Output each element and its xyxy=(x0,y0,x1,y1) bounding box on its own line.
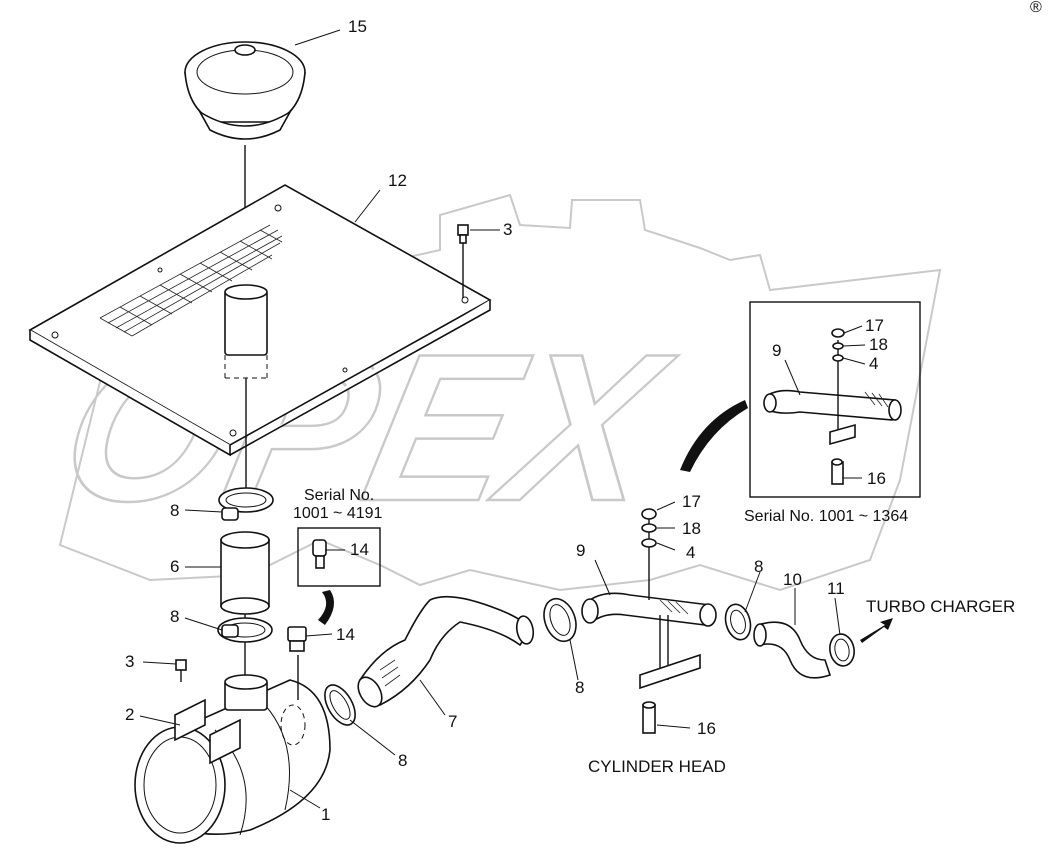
label-14-box: 14 xyxy=(350,540,369,559)
label-9-box: 9 xyxy=(772,341,781,360)
hose-clamp-middle xyxy=(543,597,577,643)
label-10: 10 xyxy=(783,570,802,589)
bolt-left xyxy=(175,659,187,682)
hose-clamp-turbo xyxy=(829,618,893,667)
label-11: 11 xyxy=(827,579,845,598)
part-labels: 15 12 3 8 6 8 3 2 1 14 14 8 7 8 9 17 18 … xyxy=(125,17,888,824)
hose-clamp-lower xyxy=(217,617,273,675)
inlet-hose xyxy=(220,531,270,620)
label-18-box: 18 xyxy=(869,335,888,354)
label-7: 7 xyxy=(448,712,457,731)
corner-mark: ® xyxy=(1030,0,1042,16)
precleaner-cap xyxy=(184,41,306,285)
intake-tube xyxy=(581,515,717,690)
air-cleaner-body xyxy=(134,655,331,844)
turbo-elbow-hose xyxy=(753,621,832,679)
label-3-top: 3 xyxy=(503,220,512,239)
label-12: 12 xyxy=(388,171,407,190)
label-15: 15 xyxy=(348,17,367,36)
label-3-left: 3 xyxy=(125,652,134,671)
washer-stack-main xyxy=(641,508,657,548)
label-8-right: 8 xyxy=(754,557,763,576)
serial-note-b: Serial No. 1001 ~ 1364 xyxy=(744,508,908,525)
hood-grille xyxy=(99,224,283,337)
label-8-lower: 8 xyxy=(170,607,179,626)
label-4-box: 4 xyxy=(869,354,878,373)
label-16-main: 16 xyxy=(697,719,716,738)
label-8-upper: 8 xyxy=(170,501,179,520)
notes: Serial No. 1001 ~ 4191 Serial No. 1001 ~… xyxy=(293,487,1015,776)
restriction-indicator xyxy=(287,626,307,652)
stud-main xyxy=(642,701,656,734)
label-8-body: 8 xyxy=(398,751,407,770)
hose-clamp-right xyxy=(724,603,752,641)
label-4-main: 4 xyxy=(686,543,695,562)
serial-note-a-line2: 1001 ~ 4191 xyxy=(293,505,383,522)
cylinder-head-note: CYLINDER HEAD xyxy=(588,757,726,776)
serial-box-b xyxy=(680,301,921,498)
label-17-main: 17 xyxy=(682,492,701,511)
label-16-box: 16 xyxy=(867,469,886,488)
serial-note-a-line1: Serial No. xyxy=(304,487,374,504)
intake-bent-hose xyxy=(357,595,535,708)
label-6: 6 xyxy=(170,557,179,576)
label-18-main: 18 xyxy=(682,519,701,538)
bolt-top xyxy=(457,224,469,298)
label-1: 1 xyxy=(321,805,330,824)
turbo-charger-note: TURBO CHARGER xyxy=(866,597,1015,616)
hood-panel xyxy=(28,184,492,490)
label-8-middle: 8 xyxy=(575,678,584,697)
serial-box-a xyxy=(297,527,381,625)
hose-clamp-upper xyxy=(218,487,274,521)
label-14-lower: 14 xyxy=(336,625,355,644)
label-17-box: 17 xyxy=(865,316,884,335)
hose-clamp-body xyxy=(324,684,356,726)
label-2: 2 xyxy=(125,705,134,724)
leader-lines xyxy=(139,29,866,809)
label-9-main: 9 xyxy=(576,541,585,560)
